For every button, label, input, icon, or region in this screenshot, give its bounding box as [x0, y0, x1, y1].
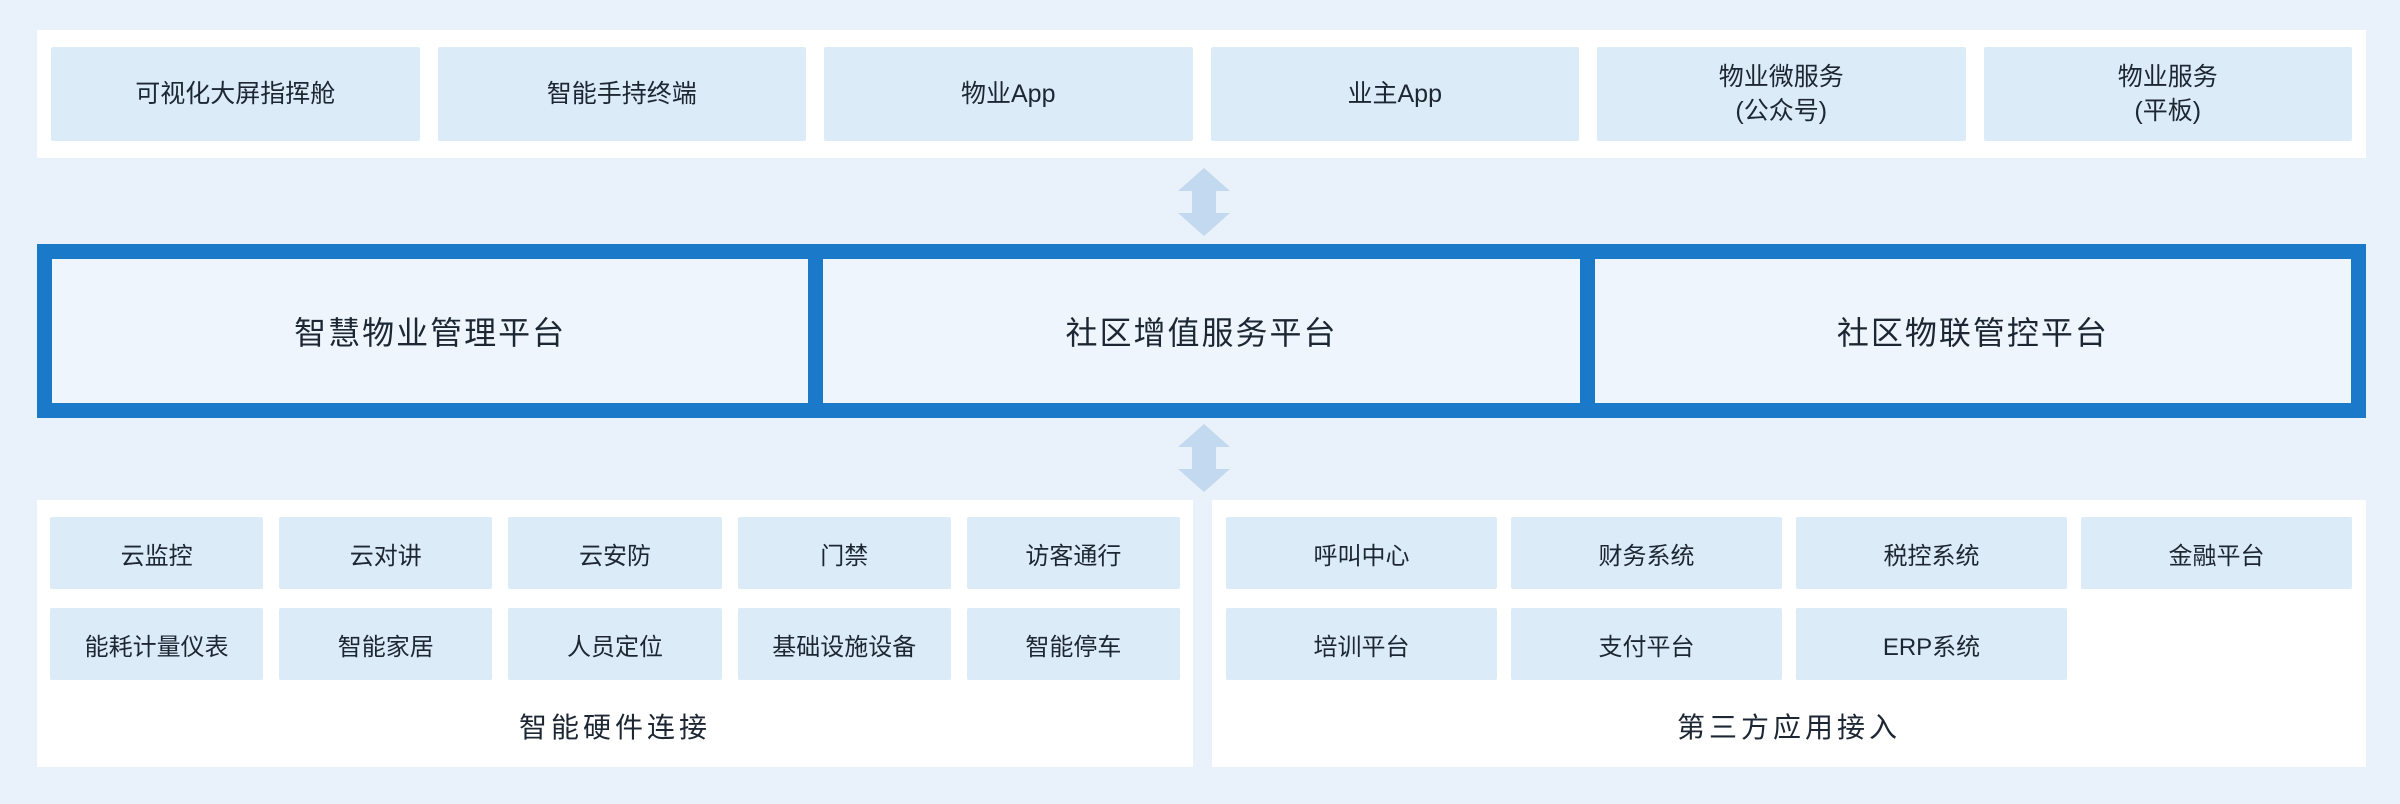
terminal-tile: 物业服务 (平板)	[1983, 47, 2352, 141]
third-party-tile: 呼叫中心	[1226, 517, 1497, 589]
hardware-group-label: 智能硬件连接	[518, 712, 711, 743]
hardware-row-2: 能耗计量仪表 智能家居 人员定位 基础设施设备 智能停车	[50, 608, 1181, 680]
hardware-row-1: 云监控 云对讲 云安防 门禁 访客通行	[50, 517, 1181, 589]
terminal-tile-sublabel: (平板)	[2134, 97, 2202, 125]
terminal-tile: 物业微服务 (公众号)	[1597, 47, 1966, 141]
third-party-tile: ERP系统	[1796, 608, 2067, 680]
terminal-tile-label: 物业App	[961, 80, 1056, 108]
platform-tile-property-management: 智慧物业管理平台	[52, 259, 809, 403]
terminal-tile-label: 物业服务	[2117, 63, 2218, 91]
third-party-tile: 支付平台	[1511, 608, 1782, 680]
platform-band: 智慧物业管理平台 社区增值服务平台 社区物联管控平台	[37, 244, 2366, 418]
terminal-tile: 智能手持终端	[437, 47, 806, 141]
hardware-panel: 云监控 云对讲 云安防 门禁 访客通行 能耗计量仪表 智能家居 人员定位 基础设…	[37, 500, 1193, 767]
hardware-tile: 云对讲	[279, 517, 493, 589]
third-party-tile: 税控系统	[1796, 517, 2067, 589]
hardware-tile: 智能停车	[966, 608, 1181, 680]
terminal-tile-label: 可视化大屏指挥舱	[135, 80, 336, 108]
platform-tile-value-added-service: 社区增值服务平台	[823, 259, 1580, 403]
terminal-tile-sublabel: (公众号)	[1735, 97, 1828, 125]
hardware-tile: 云安防	[508, 517, 722, 589]
third-party-row-1: 呼叫中心 财务系统 税控系统 金融平台	[1226, 517, 2352, 589]
third-party-tile: 财务系统	[1511, 517, 1782, 589]
terminal-tile: 业主App	[1210, 47, 1579, 141]
third-party-tile: 培训平台	[1226, 608, 1497, 680]
up-down-arrow-icon	[1178, 424, 1230, 492]
hardware-tile: 门禁	[737, 517, 951, 589]
hardware-tile: 云监控	[50, 517, 264, 589]
hardware-tile: 访客通行	[966, 517, 1181, 589]
hardware-tile: 人员定位	[508, 608, 722, 680]
terminal-tile-label: 智能手持终端	[546, 80, 697, 108]
hardware-tile: 能耗计量仪表	[50, 608, 264, 680]
hardware-tile: 基础设施设备	[737, 608, 951, 680]
hardware-tile: 智能家居	[279, 608, 493, 680]
terminal-tile-label: 业主App	[1347, 80, 1442, 108]
empty-slot	[2081, 608, 2352, 680]
up-down-arrow-icon	[1178, 168, 1230, 236]
platform-tile-iot-control: 社区物联管控平台	[1594, 259, 2351, 403]
terminal-tile: 可视化大屏指挥舱	[51, 47, 420, 141]
terminal-tile-label: 物业微服务	[1718, 63, 1844, 91]
third-party-panel: 呼叫中心 财务系统 税控系统 金融平台 培训平台 支付平台 ERP系统 第三方应…	[1212, 500, 2366, 767]
terminal-tile: 物业App	[824, 47, 1193, 141]
third-party-row-2: 培训平台 支付平台 ERP系统	[1226, 608, 2352, 680]
third-party-tile: 金融平台	[2081, 517, 2352, 589]
third-party-group-label: 第三方应用接入	[1676, 712, 1901, 743]
terminal-layer-panel: 可视化大屏指挥舱 智能手持终端 物业App 业主App 物业微服务 (公众号) …	[37, 30, 2366, 158]
